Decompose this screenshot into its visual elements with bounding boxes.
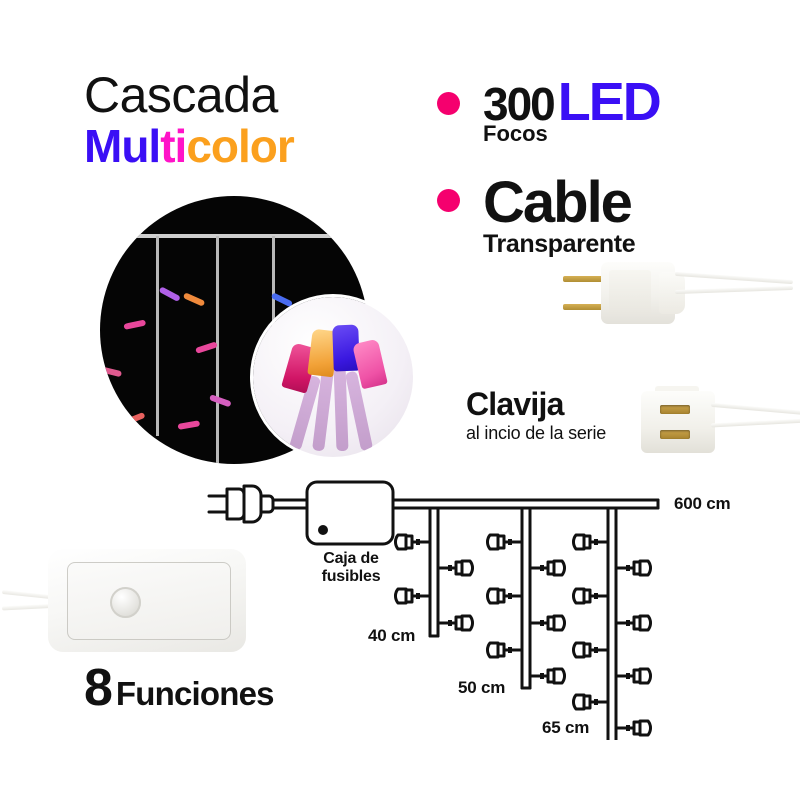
icicle-led <box>208 394 232 408</box>
icicle-led <box>158 286 181 302</box>
led-bulb-icon <box>528 667 567 685</box>
claim-led-word: LED <box>557 72 662 132</box>
plug-female-photo <box>641 386 800 453</box>
claim-led: 300 LED Focos <box>437 72 777 146</box>
icicle-led <box>195 341 218 354</box>
controller-photo <box>1 549 246 652</box>
plug-prong <box>563 304 607 310</box>
led-bulb-icon <box>436 559 475 577</box>
drop-strand-40 <box>428 506 440 638</box>
wiring-diagram: Caja de fusibles 600 cm 40 cm 50 cm 65 c… <box>180 480 800 740</box>
fuse-box-label: Caja de fusibles <box>321 550 381 586</box>
clavija-subtitle: al incio de la serie <box>466 423 607 443</box>
socket-wire <box>711 402 800 416</box>
fuse-box-dot <box>318 525 328 535</box>
headline-multicolor: Multicolor <box>84 120 295 172</box>
claim-cable: Cable Transparente <box>437 169 777 259</box>
bullet-dot-icon <box>437 188 460 212</box>
drop-strand-50 <box>520 506 532 690</box>
led-bulb-icon <box>485 533 524 551</box>
plug-wire <box>674 285 794 295</box>
bullet-dot-icon <box>437 92 460 115</box>
headline-cascada: Cascada <box>84 67 278 123</box>
led-bulb-icon <box>571 641 610 659</box>
funciones-count: 8 <box>84 659 113 717</box>
led-bulb-icon <box>614 719 653 737</box>
plug-prong <box>563 276 607 282</box>
led-bulb-icon <box>528 614 567 632</box>
socket-slot <box>660 405 690 414</box>
led-bulb-icon <box>614 667 653 685</box>
led-bulb-icon <box>485 641 524 659</box>
clavija-title: Clavija <box>466 386 564 422</box>
icicle-led <box>177 420 201 430</box>
multicolor-part-3: color <box>186 120 294 172</box>
socket-wire <box>710 418 800 428</box>
led-bulb-icon <box>571 693 610 711</box>
led-closeup-circle <box>253 297 413 457</box>
multicolor-part-1: Mul <box>84 120 161 172</box>
led-bulb-icon <box>571 587 610 605</box>
led-bulb-icon <box>528 559 567 577</box>
drop-label-50: 50 cm <box>458 678 506 697</box>
drop-label-40: 40 cm <box>368 626 416 645</box>
led-bulb-icon <box>614 614 653 632</box>
total-length-label: 600 cm <box>674 494 731 513</box>
icicle-strand <box>216 236 219 464</box>
plug-icon <box>207 484 275 524</box>
wiring-diagram-svg <box>207 480 660 740</box>
claim-led-subtitle: Focos <box>483 120 548 146</box>
socket-body <box>641 391 715 453</box>
led-bulb-icon <box>393 533 432 551</box>
funciones-label: Funciones <box>115 675 275 712</box>
claim-led-number: 300 <box>483 77 556 130</box>
photo-top-rail <box>100 234 368 238</box>
icicle-led <box>182 292 206 307</box>
drop-label-65: 65 cm <box>542 718 590 737</box>
icicle-led <box>123 319 147 330</box>
controller-inner-panel <box>67 562 231 640</box>
controller-button[interactable] <box>110 587 141 618</box>
icicle-led <box>122 411 146 426</box>
plug-wire <box>675 271 793 285</box>
led-bulb-icon <box>393 587 432 605</box>
claim-cable-subtitle: Transparente <box>483 229 636 258</box>
fuse-box <box>305 480 395 546</box>
led-bulb-icon <box>614 559 653 577</box>
icicle-strand <box>156 236 159 436</box>
led-bulb-icon <box>571 533 610 551</box>
funciones-block: 8 Funciones <box>84 659 275 717</box>
plug-face-plate <box>609 270 651 316</box>
plug-male-photo <box>563 262 794 324</box>
multicolor-part-2: ti <box>160 120 187 172</box>
clavija-caption: Clavija al incio de la serie <box>466 388 606 444</box>
headline-block: Cascada Multicolor <box>84 67 295 172</box>
icicle-led <box>100 366 123 378</box>
claim-cable-title: Cable <box>483 169 633 235</box>
led-bulb-icon <box>485 587 524 605</box>
claims-block: 300 LED Focos Cable Transparente <box>437 72 777 259</box>
led-bulb-icon <box>436 614 475 632</box>
socket-slot <box>660 430 690 439</box>
socket-tab <box>655 386 699 394</box>
